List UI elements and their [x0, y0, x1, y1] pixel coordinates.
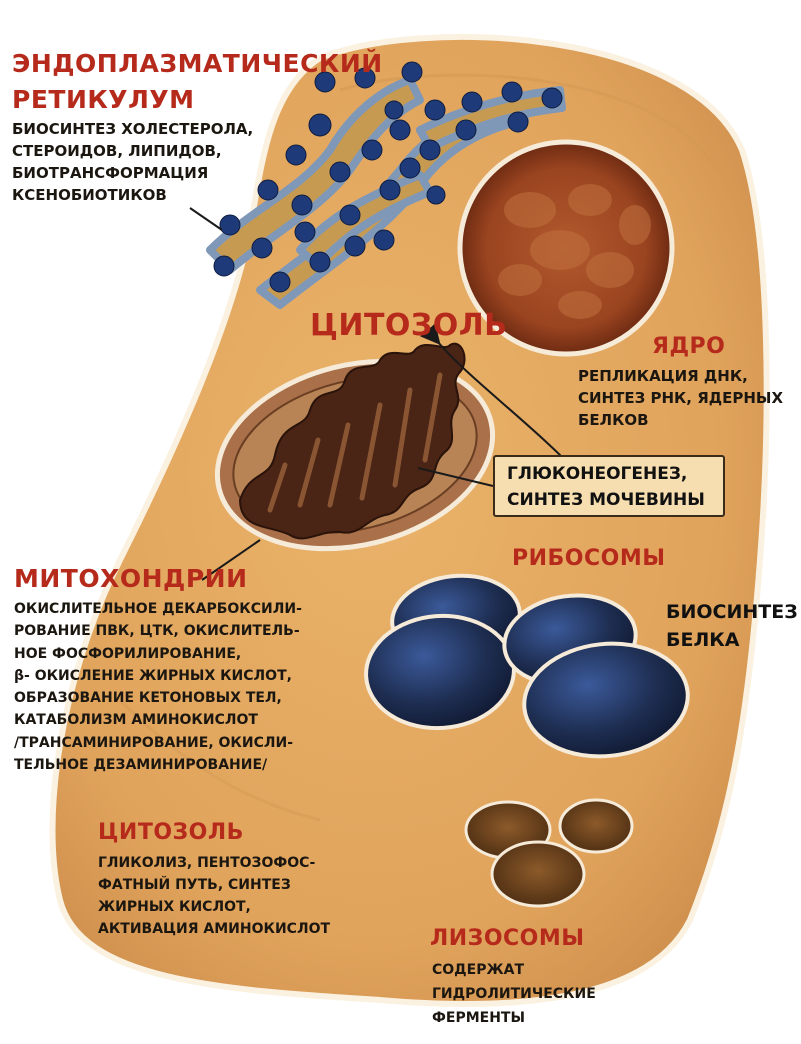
nucleus-description: РЕПЛИКАЦИЯ ДНК, СИНТЕЗ РНК, ЯДЕРНЫХ БЕЛК…: [578, 365, 783, 431]
shared-process-box: ГЛЮКОНЕОГЕНЕЗ, СИНТЕЗ МОЧЕВИНЫ: [493, 455, 725, 517]
ribosomes-title: РИБОСОМЫ: [512, 544, 666, 574]
cytosol-bottom-description: ГЛИКОЛИЗ, ПЕНТОЗОФОС- ФАТНЫЙ ПУТЬ, СИНТЕ…: [98, 852, 330, 940]
cytosol-bottom-title: ЦИТОЗОЛЬ: [98, 818, 244, 848]
nucleus-title: ЯДРО: [652, 332, 725, 362]
lysosomes-title: ЛИЗОСОМЫ: [430, 924, 585, 954]
cytosol-center-title: ЦИТОЗОЛЬ: [310, 308, 508, 344]
er-title: ЭНДОПЛАЗМАТИЧЕСКИЙ РЕТИКУЛУМ: [12, 46, 383, 118]
er-description: БИОСИНТЕЗ ХОЛЕСТЕРОЛА, СТЕРОИДОВ, ЛИПИДО…: [12, 118, 253, 206]
mitochondria-description: ОКИСЛИТЕЛЬНОЕ ДЕКАРБОКСИЛИ- РОВАНИЕ ПВК,…: [14, 598, 302, 776]
lysosomes-description: СОДЕРЖАТ ГИДРОЛИТИЧЕСКИЕ ФЕРМЕНТЫ: [432, 958, 596, 1030]
ribosomes-description: БИОСИНТЕЗ БЕЛКА: [666, 598, 798, 654]
mitochondria-title: МИТОХОНДРИИ: [14, 562, 248, 596]
